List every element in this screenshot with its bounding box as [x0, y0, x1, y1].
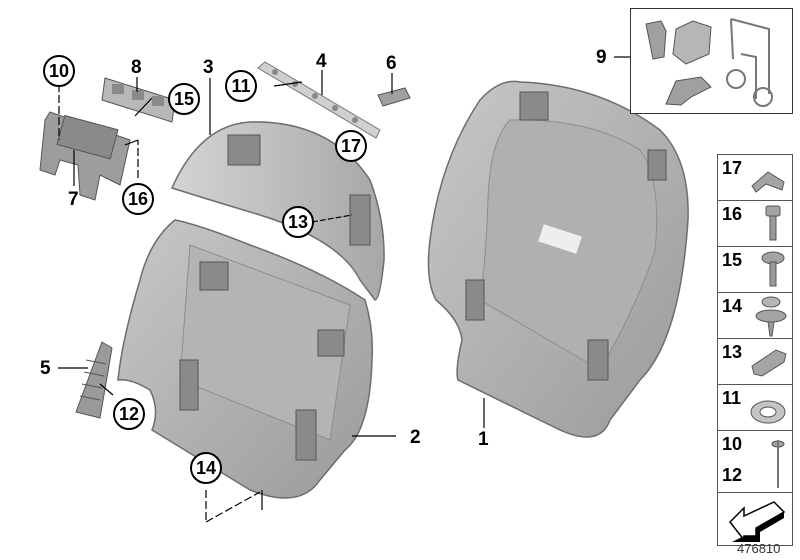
legend-label: 11	[722, 388, 742, 408]
callout-14: 14	[190, 452, 222, 484]
diagram-reference-code: 476810	[737, 541, 781, 556]
callout-3: 3	[203, 57, 214, 78]
spring-clip-icon	[751, 349, 787, 377]
callout-9: 9	[596, 47, 607, 68]
part-8-bracket-plate	[101, 77, 176, 123]
legend-label-secondary: 12	[722, 465, 743, 485]
blind-rivet-icon	[771, 440, 785, 488]
callout-13: 13	[282, 206, 314, 238]
part-5-vent-grille	[75, 341, 113, 419]
clip-icon	[751, 171, 785, 193]
leader-lines	[58, 56, 630, 523]
legend-label: 13	[722, 342, 743, 362]
kit-9-box	[630, 8, 793, 114]
legend-label: 17	[722, 158, 743, 178]
callout-4: 4	[316, 51, 327, 72]
fastener-legend: 17 16 15 14 13 11 10 12	[717, 154, 793, 546]
button-head-screw-icon	[761, 251, 785, 287]
callout-1: 1	[478, 429, 489, 450]
callout-15: 15	[168, 83, 200, 115]
part-7-bracket	[39, 111, 131, 201]
part-6-connector	[377, 87, 411, 107]
legend-label: 16	[722, 204, 743, 224]
legend-row-11: 11	[718, 385, 792, 431]
callout-7: 7	[68, 189, 79, 210]
legend-row-15: 15	[718, 247, 792, 293]
socket-head-screw-icon	[765, 205, 781, 241]
legend-row-13: 13	[718, 339, 792, 385]
direction-arrow-icon	[729, 501, 786, 543]
kit-9-clips-springs	[645, 18, 773, 107]
callout-5: 5	[40, 358, 51, 379]
legend-row-17: 17	[718, 155, 792, 201]
callout-6: 6	[386, 53, 397, 74]
push-rivet-icon	[755, 296, 787, 337]
callout-16: 16	[122, 183, 154, 215]
part-3-upper-shell	[170, 121, 385, 301]
callout-17: 17	[335, 130, 367, 162]
legend-label: 14	[722, 296, 743, 316]
star-washer-icon	[750, 400, 786, 424]
legend-label: 10	[722, 434, 743, 454]
callout-2: 2	[410, 427, 421, 448]
callout-11: 11	[225, 70, 257, 102]
callout-8: 8	[131, 57, 142, 78]
legend-row-16: 16	[718, 201, 792, 247]
legend-row-10-12: 10 12	[718, 431, 792, 493]
callout-10: 10	[43, 55, 75, 87]
part-2-lower-panel	[117, 219, 374, 499]
legend-row-14: 14	[718, 293, 792, 339]
part-1-backrest-panel	[427, 80, 689, 438]
legend-row-arrow	[718, 493, 792, 545]
callout-12: 12	[113, 398, 145, 430]
legend-label: 15	[722, 250, 743, 270]
